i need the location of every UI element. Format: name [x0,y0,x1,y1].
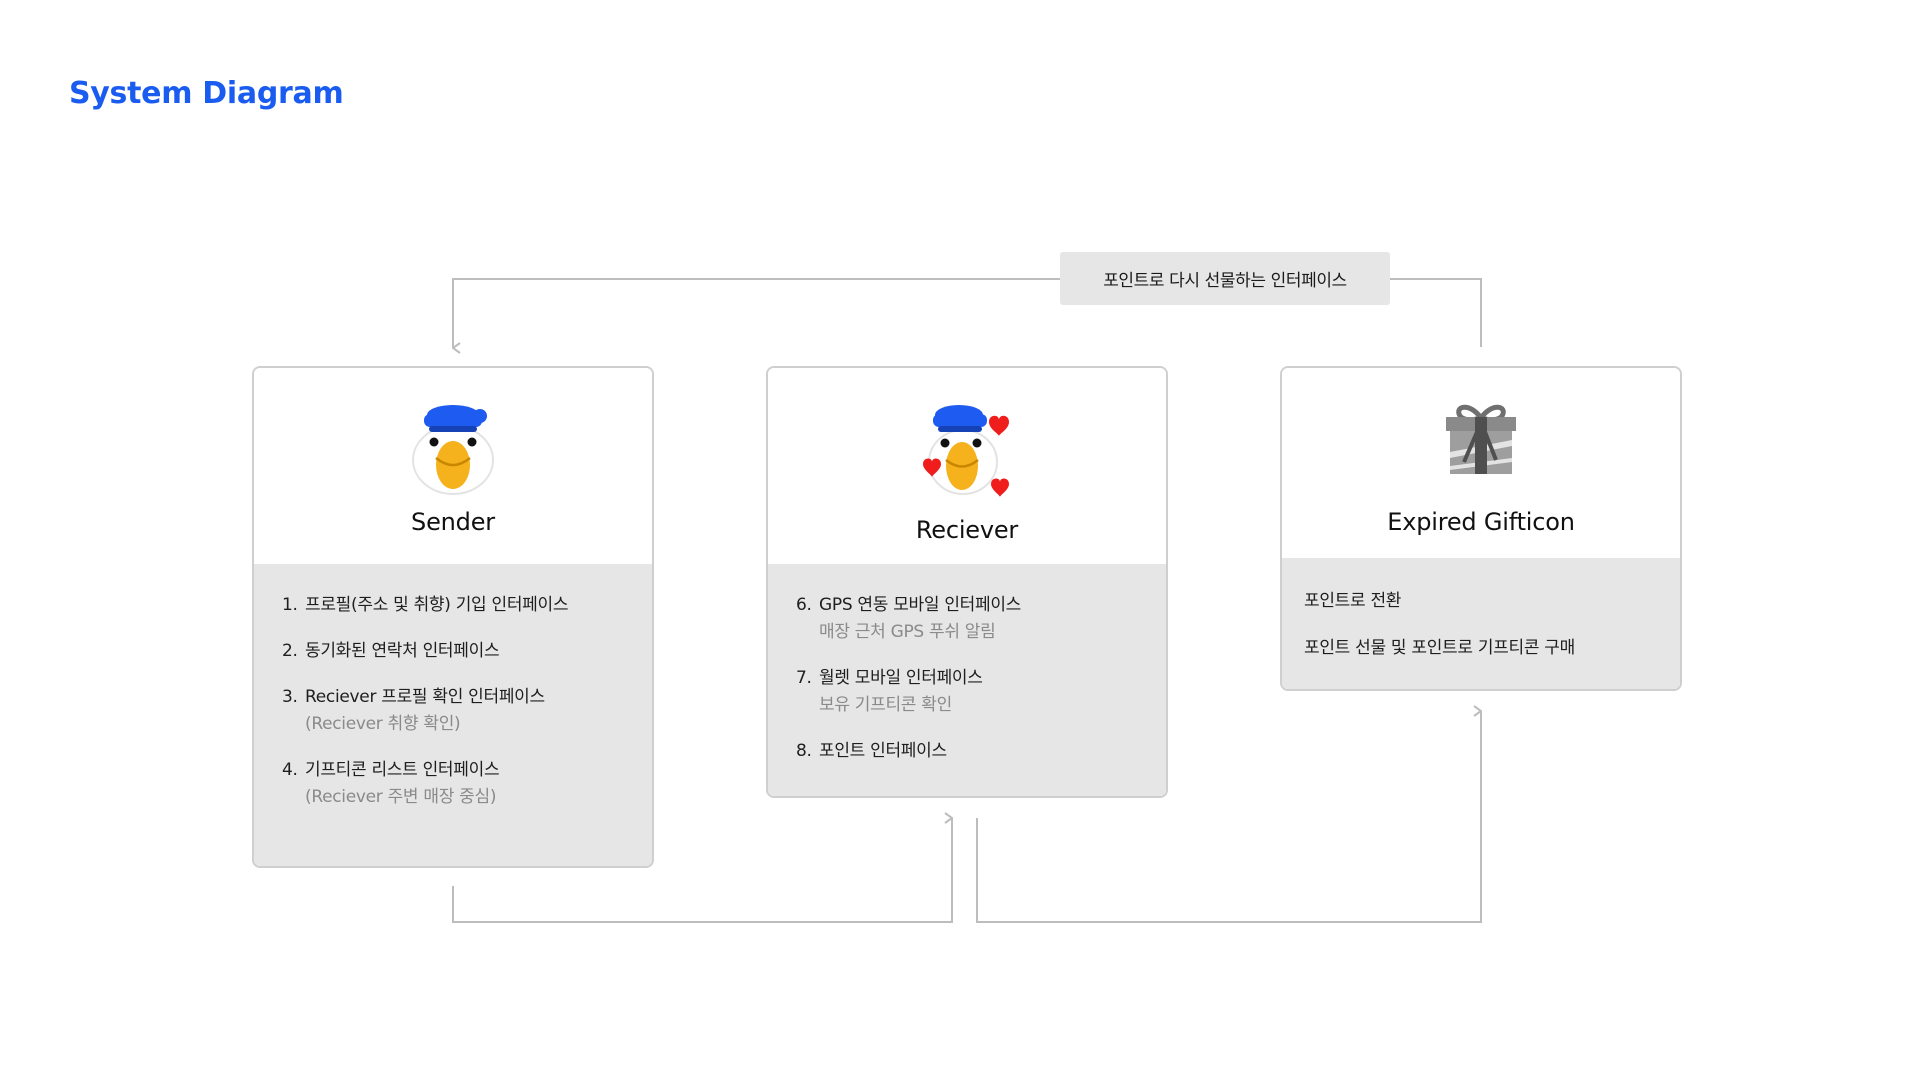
list-item: 포인트 선물 및 포인트로 기프티콘 구매 [1304,638,1575,658]
step-label: 기프티콘 리스트 인터페이스 [305,760,500,780]
feedback-connector [1390,278,1482,347]
heart-icon [991,478,1009,497]
heart-icon [989,415,1009,436]
reciever-step-list: 6. GPS 연동 모바일 인터페이스 매장 근처 GPS 푸쉬 알림 7. 월렛 … [768,564,1166,796]
heart-icon [923,458,941,477]
step-label: Reciever 프로필 확인 인터페이스 [305,687,545,707]
step-item: 4. 기프티콘 리스트 인터페이스 (Reciever 주변 매장 중심) [282,757,652,811]
step-number: 6. [796,595,812,615]
page-title: System Diagram [69,76,344,111]
step-sublabel: (Reciever 주변 매장 중심) [305,787,497,807]
step-sublabel: (Reciever 취향 확인) [305,714,461,734]
step-item: 7. 월렛 모바일 인터페이스 보유 기프티콘 확인 [796,665,1166,719]
reciever-card: Reciever 6. GPS 연동 모바일 인터페이스 매장 근처 GPS 푸쉬… [766,366,1168,798]
step-number: 8. [796,741,812,761]
step-label: 동기화된 연락처 인터페이스 [305,641,500,661]
step-item: 6. GPS 연동 모바일 인터페이스 매장 근처 GPS 푸쉬 알림 [796,592,1166,646]
step-item: 3. Reciever 프로필 확인 인터페이스 (Reciever 취향 확인) [282,684,652,738]
gift-box-icon [1446,404,1516,474]
step-item: 2. 동기화된 연락처 인터페이스 [282,638,652,665]
step-number: 2. [282,641,298,661]
step-number: 1. [282,595,298,615]
duck-mascot-hearts-icon [923,405,1009,497]
feedback-label: 포인트로 다시 선물하는 인터페이스 [1060,252,1390,305]
list-item: 포인트로 전환 [1304,591,1402,611]
step-number: 7. [796,668,812,688]
step-number: 4. [282,760,298,780]
reciever-card-header: Reciever [768,368,1166,564]
step-item: 8. 포인트 인터페이스 [796,738,1166,765]
expired-item-list: 포인트로 전환 포인트 선물 및 포인트로 기프티콘 구매 [1282,558,1680,689]
expired-card-header: Expired Gifticon [1282,368,1680,558]
sender-title: Sender [411,508,495,536]
step-label: 프로필(주소 및 취향) 기입 인터페이스 [305,595,569,615]
expired-gifticon-card: Expired Gifticon 포인트로 전환 포인트 선물 및 포인트로 기… [1280,366,1682,691]
sender-card: Sender 1. 프로필(주소 및 취향) 기입 인터페이스 2. 동기화된 연락… [252,366,654,868]
reciever-title: Reciever [915,516,1019,544]
reciever-to-expired-arrow [976,711,1482,923]
sender-step-list: 1. 프로필(주소 및 취향) 기입 인터페이스 2. 동기화된 연락처 인터페이스… [254,564,652,866]
duck-mascot-icon [412,405,494,495]
step-label: 월렛 모바일 인터페이스 [819,668,983,688]
step-sublabel: 매장 근처 GPS 푸쉬 알림 [819,622,996,642]
step-sublabel: 보유 기프티콘 확인 [819,695,952,715]
step-label: 포인트 인터페이스 [819,741,947,761]
step-number: 3. [282,687,298,707]
step-item: 1. 프로필(주소 및 취향) 기입 인터페이스 [282,592,652,619]
sender-card-header: Sender [254,368,652,564]
feedback-arrow [452,278,1060,348]
step-label: GPS 연동 모바일 인터페이스 [819,595,1022,615]
sender-to-reciever-arrow [452,818,953,923]
expired-gifticon-title: Expired Gifticon [1387,508,1575,536]
